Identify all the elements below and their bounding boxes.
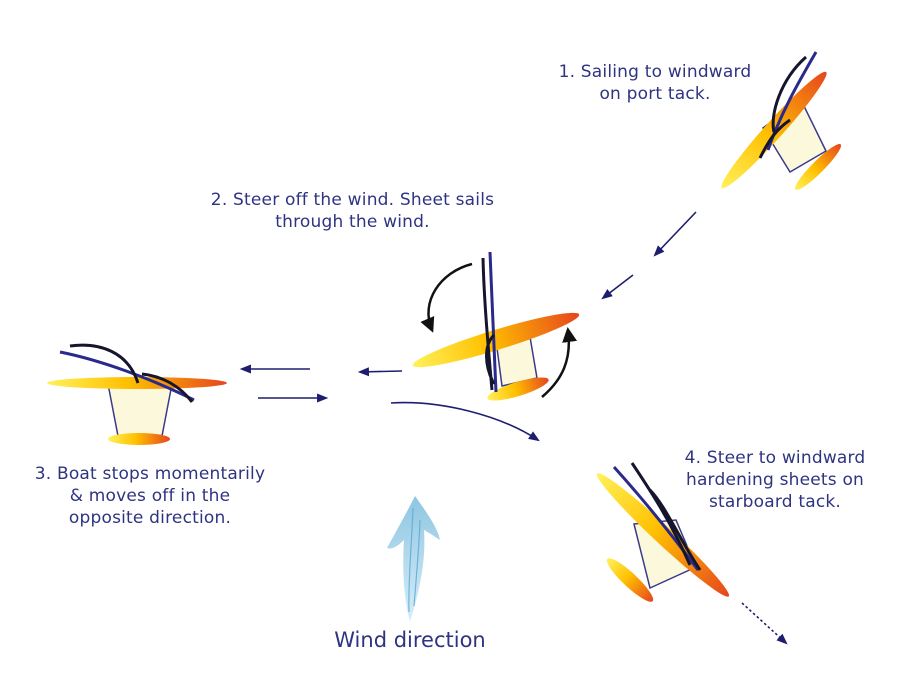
boat-4-sail-blue [612, 465, 700, 571]
boat-1-sail-dark [758, 55, 807, 159]
boat-2-sail-dark [481, 257, 496, 391]
arrow-approach-1 [653, 211, 697, 257]
boat-3-deck [107, 383, 173, 437]
step-4-label: 4. Steer to windward hardening sheets on… [684, 448, 866, 512]
boat-2-through-wind [412, 251, 580, 401]
boat-2-sail-blue [488, 251, 498, 393]
boat-3-sail-dark [69, 343, 194, 403]
path-arrows [239, 211, 788, 645]
boat-3-sail-blue [59, 350, 195, 402]
boat-4-starboard-tack [596, 462, 730, 602]
boat-2-hull-upper [412, 312, 580, 368]
step-1-label: 1. Sailing to windward on port tack. [558, 62, 752, 104]
wind-direction-icon [387, 496, 440, 622]
boat-1-hull-lower [794, 143, 842, 191]
boat-2-hull-lower [487, 377, 549, 401]
boat-3-stopped [47, 343, 227, 445]
arrow-sail-away [741, 602, 788, 645]
boat-4-sail-dark [630, 462, 702, 571]
step-2-label: 2. Steer off the wind. Sheet sails throu… [210, 190, 495, 232]
arrow-approach-2 [601, 274, 634, 300]
arrow-drift-left [357, 367, 403, 377]
step-3-label: 3. Boat stops momentarily & moves off in… [34, 464, 266, 528]
wind-direction-label: Wind direction [334, 628, 486, 652]
boat-2-rotate-arrow-right [541, 327, 578, 398]
arrow-new-course [390, 401, 540, 442]
boat-2-rotate-arrow-left [420, 262, 473, 333]
boat-4-hull-lower [606, 558, 654, 602]
boat-1-port-tack [721, 51, 842, 191]
boat-3-hull-lower [108, 433, 170, 445]
